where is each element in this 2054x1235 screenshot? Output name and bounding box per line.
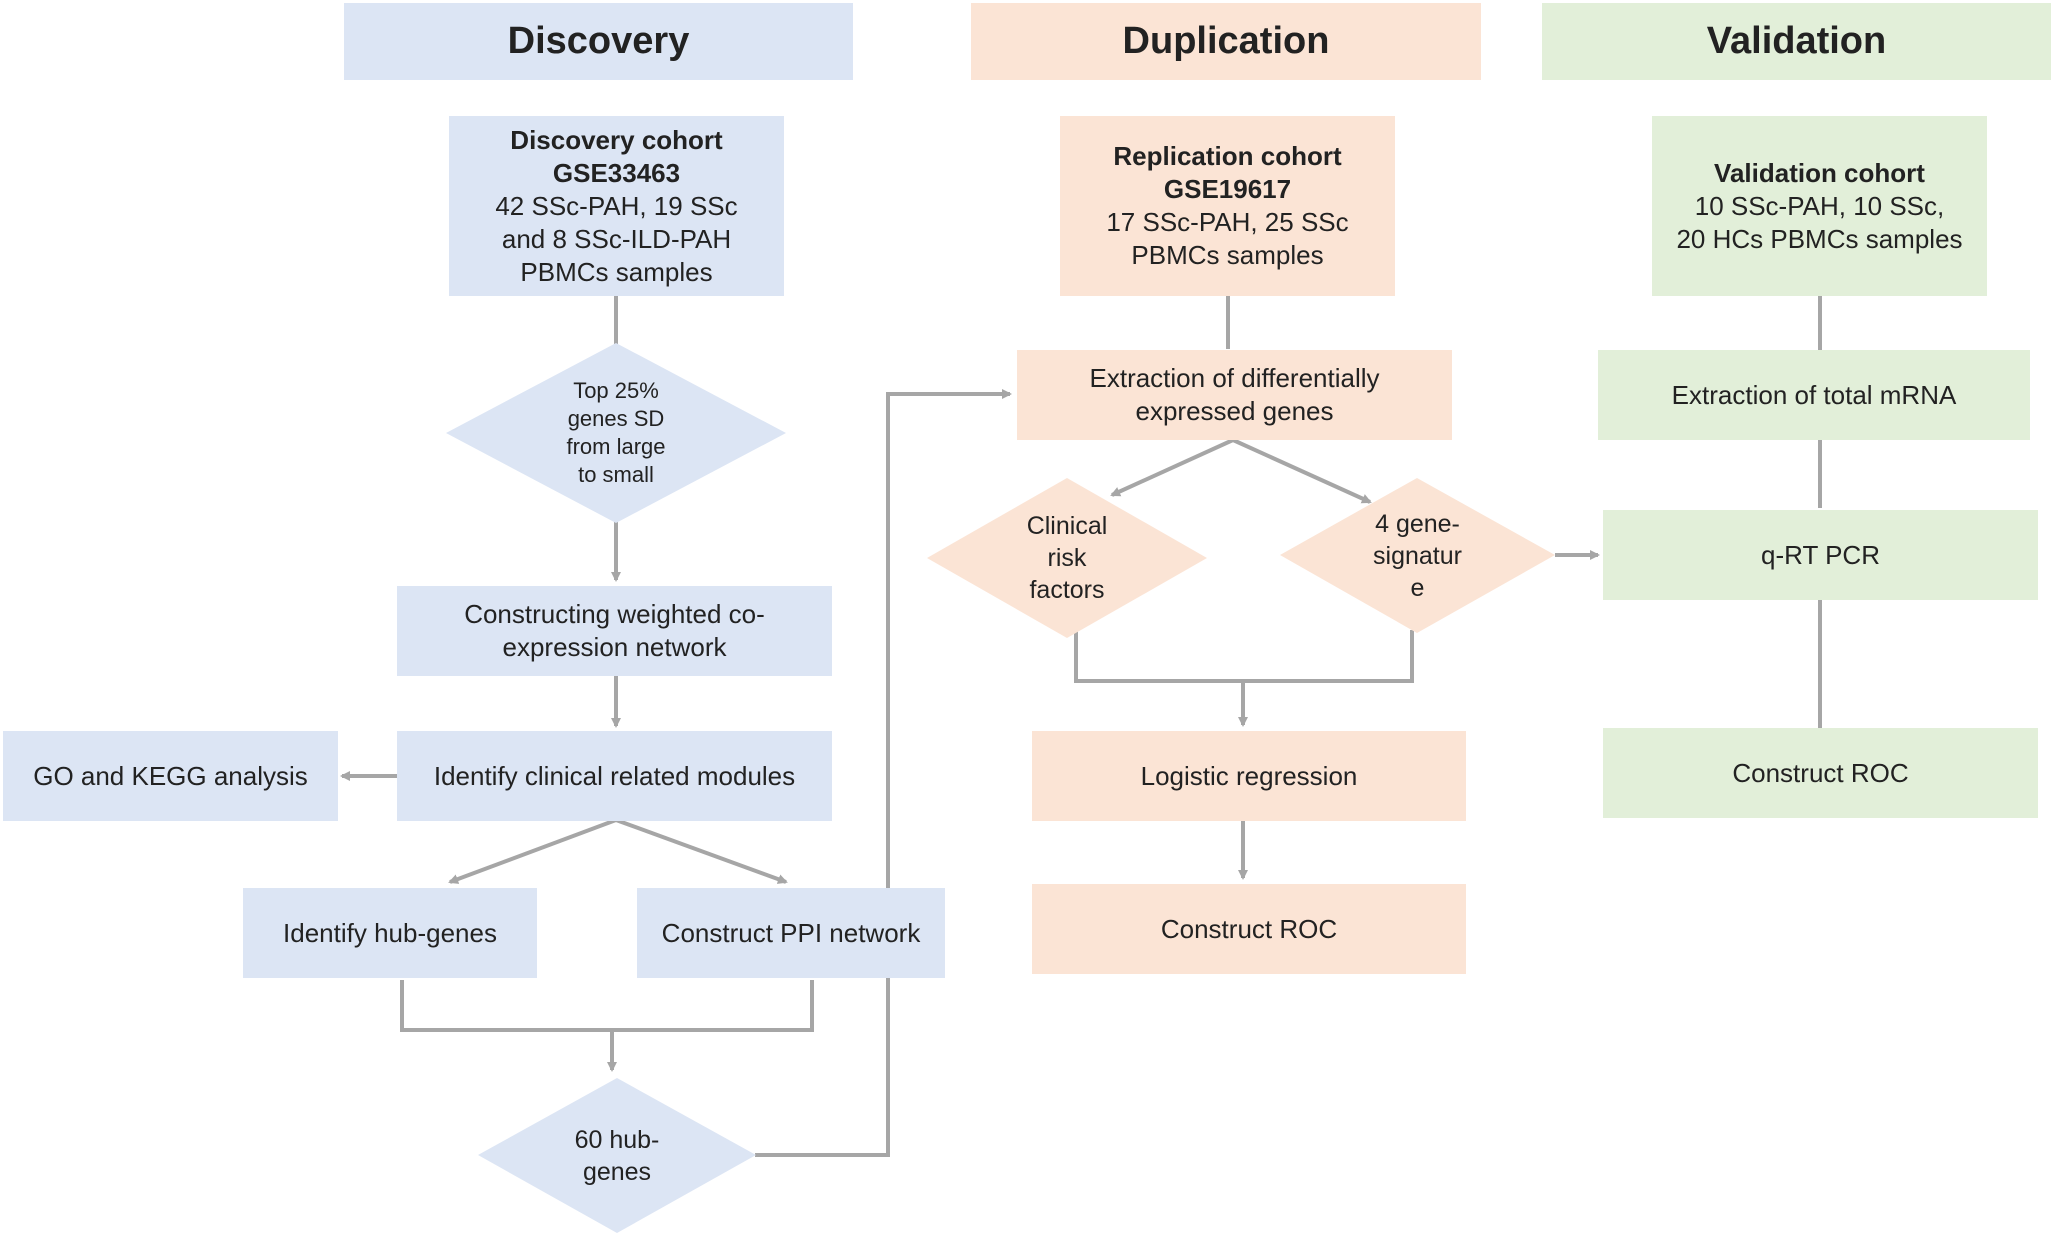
ppi-network-box: Construct PPI network <box>637 888 945 978</box>
header-duplication: Duplication <box>971 3 1481 80</box>
gene-signature-line2: signatur <box>1373 541 1462 570</box>
clinical-risk-diamond: Clinical risk factors <box>927 478 1207 638</box>
clinical-risk-line3: factors <box>1029 576 1105 604</box>
validation-cohort-line2: 20 HCs PBMCs samples <box>1676 223 1963 254</box>
arrow-60hub-to-deg <box>755 389 1012 1157</box>
hub-genes-box: Identify hub-genes <box>243 888 537 978</box>
replication-cohort-box: Replication cohort GSE19617 17 SSc-PAH, … <box>1060 116 1395 296</box>
arrow-deg-to-clinical <box>1110 438 1234 497</box>
clinical-modules-box: Identify clinical related modules <box>397 731 832 821</box>
discovery-cohort-title: Discovery cohort <box>510 124 723 155</box>
arrow-modules-to-hubgenes <box>448 818 617 884</box>
total-mrna-label: Extraction of total mRNA <box>1671 379 1957 410</box>
top-genes-line2: genes SD <box>567 406 665 431</box>
wgcna-box: Constructing weighted co- expression net… <box>397 586 832 676</box>
validation-roc-label: Construct ROC <box>1732 757 1909 788</box>
gene-signature-line1: 4 gene- <box>1375 509 1460 538</box>
qrt-pcr-label: q-RT PCR <box>1761 539 1880 570</box>
logistic-regression-box: Logistic regression <box>1032 731 1466 821</box>
gene-signature-diamond-shape <box>1280 478 1555 633</box>
validation-roc-box: Construct ROC <box>1603 728 2038 818</box>
discovery-cohort-line1: 42 SSc-PAH, 19 SSc <box>495 190 738 221</box>
connector-hub-ppi-merge <box>400 980 814 1032</box>
duplication-roc-label: Construct ROC <box>1160 913 1338 944</box>
replication-cohort-title: Replication cohort <box>1113 141 1342 171</box>
arrow-deg-to-signature <box>1232 438 1372 504</box>
hub60-diamond: 60 hub- genes <box>478 1078 756 1233</box>
logistic-regression-label: Logistic regression <box>1140 760 1358 791</box>
top-genes-line1: Top 25% <box>573 378 659 403</box>
deg-line2: expressed genes <box>1135 396 1334 426</box>
discovery-cohort-line3: PBMCs samples <box>520 256 713 287</box>
top-genes-diamond: Top 25% genes SD from large to small <box>446 343 786 523</box>
qrt-pcr-box: q-RT PCR <box>1603 510 2038 600</box>
replication-cohort-accession: GSE19617 <box>1163 174 1292 204</box>
discovery-cohort-accession: GSE33463 <box>552 157 681 188</box>
header-duplication-label: Duplication <box>1122 20 1330 62</box>
clinical-risk-diamond-shape <box>927 478 1207 638</box>
top-genes-diamond-shape <box>446 343 786 523</box>
wgcna-line2: expression network <box>502 632 727 662</box>
gene-signature-diamond: 4 gene- signatur e <box>1280 478 1555 633</box>
top-genes-line3: from large <box>566 434 666 459</box>
header-validation: Validation <box>1542 3 2051 80</box>
validation-cohort-title: Validation cohort <box>1714 157 1925 188</box>
total-mrna-box: Extraction of total mRNA <box>1598 350 2030 440</box>
hub60-diamond-shape <box>478 1078 756 1233</box>
discovery-cohort-box: Discovery cohort GSE33463 42 SSc-PAH, 19… <box>449 116 784 296</box>
duplication-roc-box: Construct ROC <box>1032 884 1466 974</box>
hub-genes-label: Identify hub-genes <box>283 917 497 948</box>
hub60-line1: 60 hub- <box>574 1125 660 1154</box>
validation-cohort-line1: 10 SSc-PAH, 10 SSc, <box>1694 190 1945 221</box>
clinical-risk-line2: risk <box>1047 544 1087 572</box>
header-discovery-label: Discovery <box>507 20 690 62</box>
deg-line1: Extraction of differentially <box>1089 363 1380 393</box>
arrow-modules-to-ppi <box>615 818 788 884</box>
deg-extraction-box: Extraction of differentially expressed g… <box>1017 350 1452 440</box>
clinical-modules-label: Identify clinical related modules <box>433 760 796 791</box>
go-kegg-box: GO and KEGG analysis <box>3 731 338 821</box>
replication-cohort-line1: 17 SSc-PAH, 25 SSc <box>1106 207 1349 237</box>
top-genes-line4: to small <box>578 462 654 487</box>
header-validation-label: Validation <box>1706 20 1887 62</box>
header-discovery: Discovery <box>344 3 853 80</box>
validation-cohort-box: Validation cohort 10 SSc-PAH, 10 SSc, 20… <box>1652 116 1987 296</box>
hub60-line2: genes <box>582 1157 652 1186</box>
replication-cohort-line2: PBMCs samples <box>1131 240 1324 270</box>
gene-signature-line3: e <box>1410 573 1425 602</box>
clinical-risk-line1: Clinical <box>1026 512 1108 540</box>
discovery-cohort-line2: and 8 SSc-ILD-PAH <box>501 223 732 254</box>
go-kegg-label: GO and KEGG analysis <box>33 760 308 791</box>
wgcna-line1: Constructing weighted co- <box>464 599 765 629</box>
ppi-network-label: Construct PPI network <box>661 917 921 948</box>
